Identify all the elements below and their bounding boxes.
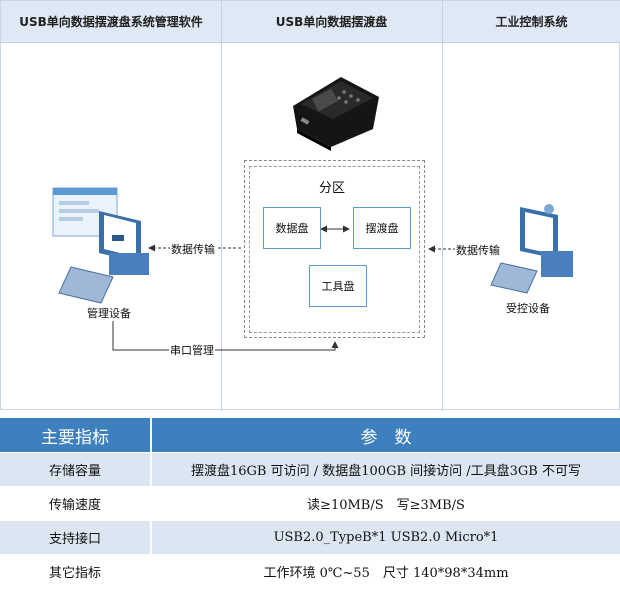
table-row: 其它指标 工作环境 0℃~55 尺寸 140*98*34mm: [0, 554, 620, 588]
architecture-diagram: USB单向数据摆渡盘系统管理软件 USB单向数据摆渡盘 工业控制系统: [0, 0, 620, 411]
table-cell-label: 存储容量: [0, 452, 152, 486]
partition-outer-border: [244, 160, 425, 338]
column-divider: [442, 1, 443, 411]
table-cell-value: 摆渡盘16GB 可访问 / 数据盘100GB 间接访问 /工具盘3GB 不可写: [152, 452, 620, 486]
column-divider: [221, 1, 222, 411]
transfer-left-label: 数据传输: [170, 241, 216, 257]
table-header-cell: 参 数: [152, 418, 620, 452]
controlled-device-label: 受控设备: [506, 302, 550, 315]
table-cell-label: 支持接口: [0, 520, 152, 554]
table-cell-value: USB2.0_TypeB*1 USB2.0 Micro*1: [152, 520, 620, 554]
management-device-label: 管理设备: [87, 307, 131, 320]
tool-disk-box: 工具盘: [309, 265, 367, 307]
table-row: 支持接口 USB2.0_TypeB*1 USB2.0 Micro*1: [0, 520, 620, 554]
partition-inner-border: [249, 166, 420, 333]
table-row: 存储容量 摆渡盘16GB 可访问 / 数据盘100GB 间接访问 /工具盘3GB…: [0, 452, 620, 486]
table-cell-value: 读≥10MB/S 写≥3MB/S: [152, 486, 620, 520]
transfer-right-label: 数据传输: [455, 242, 501, 258]
column-header-device: USB单向数据摆渡盘: [221, 1, 442, 43]
usb-ferry-disk-icon: [293, 77, 379, 151]
column-header-industrial: 工业控制系统: [442, 1, 620, 43]
management-computer-icon: [52, 187, 149, 304]
table-header-row: 主要指标 参 数: [0, 418, 620, 452]
serial-management-label: 串口管理: [169, 342, 215, 358]
table-row: 传输速度 读≥10MB/S 写≥3MB/S: [0, 486, 620, 520]
table-cell-label: 其它指标: [0, 554, 152, 588]
ferry-disk-box: 摆渡盘: [353, 207, 411, 249]
column-header-software: USB单向数据摆渡盘系统管理软件: [1, 1, 221, 43]
controlled-computer-icon: [490, 204, 573, 294]
diagram-graphics: [52, 77, 573, 351]
table-cell-label: 传输速度: [0, 486, 152, 520]
data-disk-box: 数据盘: [263, 207, 321, 249]
table-cell-value: 工作环境 0℃~55 尺寸 140*98*34mm: [152, 554, 620, 588]
table-header-cell: 主要指标: [0, 418, 152, 452]
partition-title: 分区: [319, 181, 346, 196]
